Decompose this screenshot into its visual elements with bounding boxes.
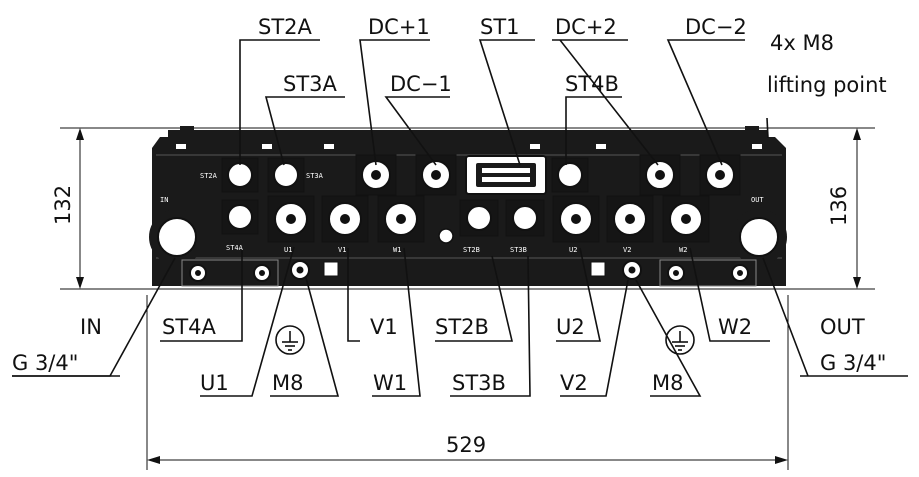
label-lifting-point: lifting point bbox=[767, 73, 887, 97]
label-m8-right: M8 bbox=[652, 371, 683, 395]
label-st2b: ST2B bbox=[435, 315, 489, 339]
label-m8-left: M8 bbox=[272, 371, 303, 395]
svg-text:V1: V1 bbox=[338, 246, 346, 254]
label-st1: ST1 bbox=[480, 15, 520, 39]
label-st3a: ST3A bbox=[283, 72, 338, 96]
terminal-w2: W2 bbox=[662, 195, 710, 254]
svg-text:U2: U2 bbox=[569, 246, 577, 254]
label-out-thread: G 3/4" bbox=[820, 351, 886, 375]
svg-text:IN: IN bbox=[160, 196, 168, 204]
terminal-u2: U2 bbox=[552, 195, 600, 254]
label-u2: U2 bbox=[556, 315, 585, 339]
connector-st4a: ST4A bbox=[221, 199, 259, 252]
label-v1: V1 bbox=[370, 315, 398, 339]
svg-text:ST4A: ST4A bbox=[226, 244, 244, 252]
label-dc-minus2: DC−2 bbox=[685, 15, 747, 39]
label-dc-plus1: DC+1 bbox=[368, 15, 430, 39]
label-st2a: ST2A bbox=[258, 15, 313, 39]
connector-st4b bbox=[551, 157, 589, 193]
ground-stud-right bbox=[590, 260, 642, 280]
terminal-w1: W1 bbox=[377, 195, 425, 254]
label-st3b: ST3B bbox=[452, 371, 506, 395]
label-u1: U1 bbox=[200, 371, 229, 395]
label-lifting-quantity: 4x M8 bbox=[770, 31, 834, 55]
label-in: IN bbox=[80, 315, 102, 339]
terminal-u1: U1 bbox=[267, 195, 315, 254]
connector-st1 bbox=[465, 155, 547, 195]
mounting-screws bbox=[181, 259, 757, 287]
terminal-dc-plus2 bbox=[639, 154, 681, 196]
dimension-height-right: 136 bbox=[827, 186, 851, 226]
svg-text:W2: W2 bbox=[679, 246, 687, 254]
svg-text:U1: U1 bbox=[284, 246, 292, 254]
coolant-inlet-port: IN bbox=[149, 196, 205, 265]
coolant-outlet-port: OUT bbox=[731, 196, 787, 265]
svg-text:ST2A: ST2A bbox=[200, 172, 218, 180]
protective-earth-icon bbox=[665, 325, 695, 355]
terminal-v2: V2 bbox=[606, 195, 654, 254]
label-st4b: ST4B bbox=[565, 72, 619, 96]
protective-earth-icon bbox=[275, 325, 305, 355]
connector-st3a: ST3A bbox=[267, 157, 324, 193]
svg-text:ST3A: ST3A bbox=[306, 172, 324, 180]
label-dc-minus1: DC−1 bbox=[390, 72, 452, 96]
label-in-thread: G 3/4" bbox=[12, 351, 78, 375]
terminal-dc-minus1 bbox=[415, 154, 457, 196]
label-dc-plus2: DC+2 bbox=[555, 15, 617, 39]
terminal-dc-minus2 bbox=[699, 154, 741, 196]
connector-st3b: ST3B bbox=[505, 199, 545, 254]
label-out: OUT bbox=[820, 315, 865, 339]
label-w2: W2 bbox=[718, 315, 752, 339]
svg-text:V2: V2 bbox=[623, 246, 631, 254]
label-v2: V2 bbox=[560, 371, 588, 395]
svg-text:W1: W1 bbox=[393, 246, 401, 254]
dimension-lines bbox=[60, 127, 875, 470]
ground-stud-left bbox=[290, 260, 339, 280]
terminal-v1: V1 bbox=[321, 195, 369, 254]
dimension-height-left: 132 bbox=[51, 185, 75, 225]
leader-lines bbox=[12, 39, 908, 397]
svg-text:OUT: OUT bbox=[751, 196, 764, 204]
inverter-housing: IN OUT bbox=[149, 126, 787, 287]
svg-text:ST2B: ST2B bbox=[463, 246, 480, 254]
connector-st2b: ST2B bbox=[459, 199, 499, 254]
dimension-width: 529 bbox=[446, 433, 486, 457]
label-st4a: ST4A bbox=[162, 315, 217, 339]
svg-text:ST3B: ST3B bbox=[510, 246, 527, 254]
label-w1: W1 bbox=[373, 371, 407, 395]
